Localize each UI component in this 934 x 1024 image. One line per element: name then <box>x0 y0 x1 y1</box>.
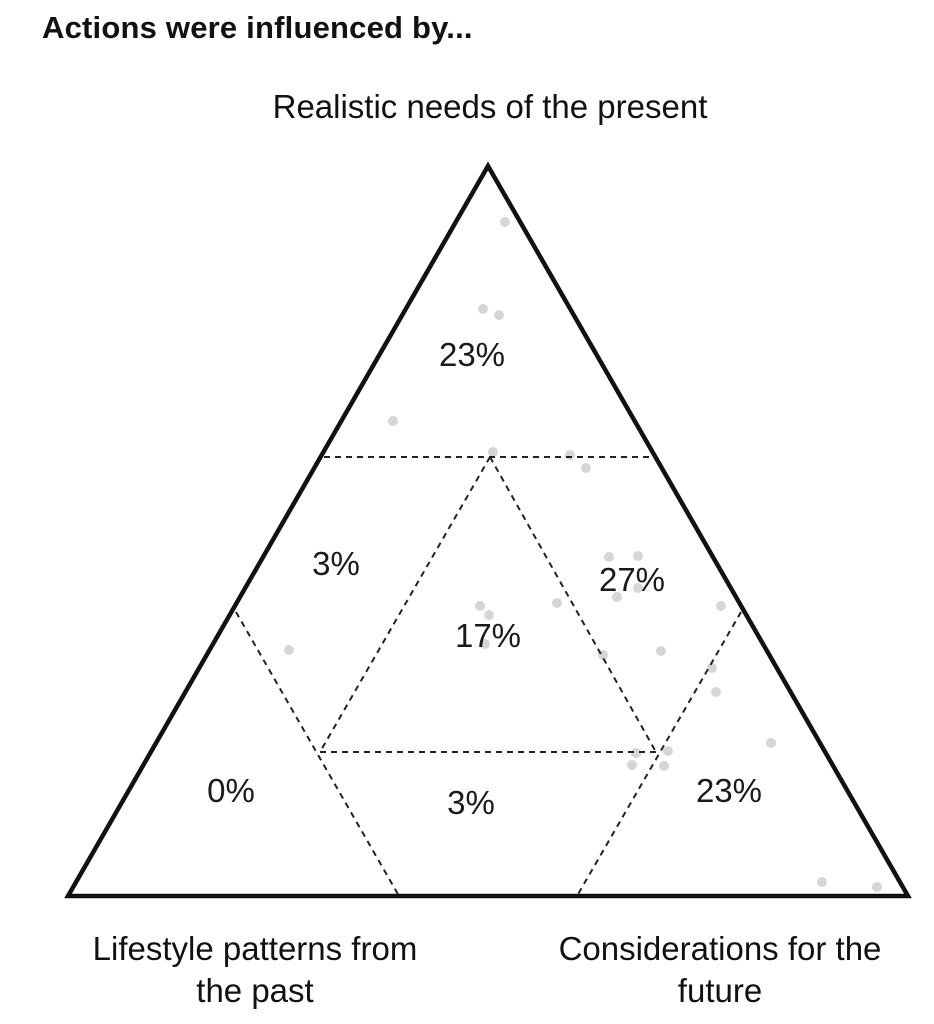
response-point <box>663 746 673 756</box>
vertex-label-past: Lifestyle patterns from the past <box>40 928 470 1012</box>
region-label-bottom-right: 23% <box>696 772 762 809</box>
response-point <box>552 598 562 608</box>
response-point <box>633 583 643 593</box>
response-point <box>480 639 490 649</box>
region-label-upper-right: 27% <box>599 561 665 598</box>
response-point <box>872 882 882 892</box>
response-point <box>484 610 494 620</box>
response-point <box>565 450 575 460</box>
response-point <box>631 748 641 758</box>
divider-inner-left <box>319 456 491 753</box>
response-point <box>500 217 510 227</box>
vertex-label-present-text: Realistic needs of the present <box>272 88 708 125</box>
response-point <box>766 738 776 748</box>
region-label-top: 23% <box>439 336 505 373</box>
response-points <box>284 217 882 892</box>
triangle-outline <box>64 161 912 899</box>
response-point <box>604 552 614 562</box>
response-point <box>478 304 488 314</box>
response-point <box>707 663 717 673</box>
vertex-label-future: Considerations for the future <box>500 928 934 1012</box>
vertex-label-future-line-2: future <box>677 972 763 1009</box>
diagram-title: Actions were influenced by... <box>42 10 473 45</box>
response-point <box>488 447 498 457</box>
response-point <box>711 687 721 697</box>
response-point <box>716 601 726 611</box>
response-point <box>627 760 637 770</box>
response-point <box>656 646 666 656</box>
vertex-label-past-line-1: Lifestyle patterns from <box>92 930 418 967</box>
response-point <box>284 645 294 655</box>
vertex-label-present: Realistic needs of the present <box>190 86 790 128</box>
vertex-label-past-line-2: the past <box>196 972 314 1009</box>
region-dividers <box>235 456 742 897</box>
response-point <box>612 592 622 602</box>
response-point <box>817 877 827 887</box>
region-label-bottom-left: 0% <box>207 772 255 809</box>
response-point <box>388 416 398 426</box>
region-label-upper-left: 3% <box>312 545 360 582</box>
divider-inner-right <box>489 456 657 753</box>
region-label-bottom-middle: 3% <box>447 784 495 821</box>
response-point <box>659 761 669 771</box>
response-point <box>633 551 643 561</box>
response-point <box>475 601 485 611</box>
divider-lower-left <box>235 611 400 897</box>
region-label-center: 17% <box>455 617 521 654</box>
response-point <box>494 310 504 320</box>
vertex-label-future-line-1: Considerations for the <box>558 930 882 967</box>
response-point <box>581 463 591 473</box>
